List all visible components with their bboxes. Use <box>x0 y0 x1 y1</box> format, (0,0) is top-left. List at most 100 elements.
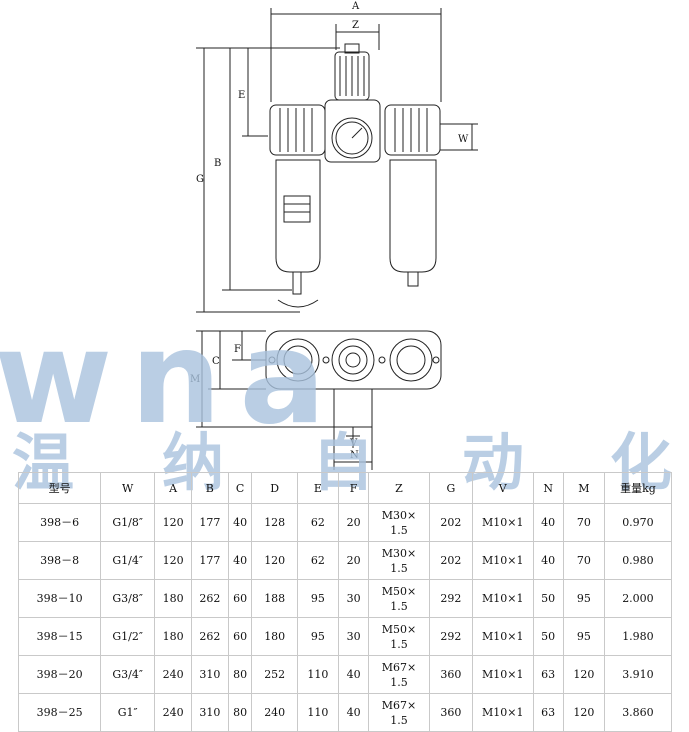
table-cell: 2.000 <box>603 579 673 618</box>
table-cell: 120 <box>154 541 192 580</box>
table-cell: 202 <box>428 503 474 542</box>
dim-label-e: E <box>238 90 245 101</box>
table-cell: 40 <box>227 541 253 580</box>
col-header: D <box>251 472 298 504</box>
table-cell: G3/4″ <box>100 655 156 694</box>
table-cell: 110 <box>296 693 339 732</box>
table-cell: 50 <box>532 617 564 656</box>
table-cell: M10×1 <box>472 693 534 732</box>
col-header: M <box>562 472 605 504</box>
table-cell: 40 <box>227 503 253 542</box>
col-header: N <box>532 472 564 504</box>
table-cell: 398－8 <box>17 541 102 580</box>
table-cell: 40 <box>532 503 564 542</box>
table-cell: 398－10 <box>17 579 102 618</box>
table-cell: 202 <box>428 541 474 580</box>
dim-label-z: Z <box>352 20 359 31</box>
dim-label-g: G <box>196 174 204 185</box>
dim-label-n: N <box>350 450 359 461</box>
table-cell: 120 <box>562 655 605 694</box>
table-cell: 40 <box>532 541 564 580</box>
table-cell: 360 <box>428 693 474 732</box>
table-header-row: 型号 W A B C D E F Z G V N M 重量kg <box>17 472 673 504</box>
table-cell: 62 <box>296 503 339 542</box>
table-cell: 95 <box>562 579 605 618</box>
table-cell: G3/8″ <box>100 579 156 618</box>
table-cell: 63 <box>532 693 564 732</box>
table-cell: 120 <box>154 503 192 542</box>
table-cell: 50 <box>532 579 564 618</box>
table-cell: 180 <box>154 579 192 618</box>
table-cell: 188 <box>251 579 298 618</box>
table-cell: 0.970 <box>603 503 673 542</box>
table-cell: 398－15 <box>17 617 102 656</box>
table-cell: 310 <box>190 693 229 732</box>
table-cell: 3.860 <box>603 693 673 732</box>
table-cell: G1″ <box>100 693 156 732</box>
table-cell: M50× 1.5 <box>368 617 430 656</box>
table-cell: M30× 1.5 <box>368 503 430 542</box>
dim-label-b: B <box>214 158 221 169</box>
table-cell: 128 <box>251 503 298 542</box>
table-cell: 292 <box>428 617 474 656</box>
col-header: A <box>154 472 192 504</box>
table-cell: 63 <box>532 655 564 694</box>
dim-label-w: W <box>458 134 469 145</box>
table-cell: 240 <box>154 655 192 694</box>
table-cell: 398－25 <box>17 693 102 732</box>
col-header: V <box>472 472 534 504</box>
table-cell: 0.980 <box>603 541 673 580</box>
col-header: C <box>227 472 253 504</box>
table-cell: M10×1 <box>472 579 534 618</box>
table-cell: 240 <box>251 693 298 732</box>
dim-label-v: V <box>349 438 358 449</box>
col-header: W <box>100 472 156 504</box>
table-cell: 252 <box>251 655 298 694</box>
col-header: Z <box>368 472 430 504</box>
table-cell: 80 <box>227 655 253 694</box>
table-cell: 1.980 <box>603 617 673 656</box>
col-header: G <box>428 472 474 504</box>
col-header: 重量kg <box>603 472 673 504</box>
col-header: F <box>337 472 370 504</box>
table-cell: 360 <box>428 655 474 694</box>
table-cell: 398－6 <box>17 503 102 542</box>
dim-label-m: M <box>190 374 200 385</box>
table-cell: 70 <box>562 503 605 542</box>
table-cell: 60 <box>227 617 253 656</box>
table-cell: 177 <box>190 541 229 580</box>
table-cell: M30× 1.5 <box>368 541 430 580</box>
table-cell: 180 <box>251 617 298 656</box>
table-cell: M50× 1.5 <box>368 579 430 618</box>
table-cell: M10×1 <box>472 617 534 656</box>
table-cell: 62 <box>296 541 339 580</box>
table-cell: 310 <box>190 655 229 694</box>
table-cell: M67× 1.5 <box>368 693 430 732</box>
table-cell: 30 <box>337 579 370 618</box>
table-cell: 3.910 <box>603 655 673 694</box>
dim-label-c: C <box>212 356 220 367</box>
table-cell: 262 <box>190 579 229 618</box>
table-cell: 120 <box>251 541 298 580</box>
table-cell: 110 <box>296 655 339 694</box>
table-cell: 20 <box>337 541 370 580</box>
table-cell: M10×1 <box>472 655 534 694</box>
table-cell: 20 <box>337 503 370 542</box>
table-cell: G1/2″ <box>100 617 156 656</box>
table-cell: 60 <box>227 579 253 618</box>
table-cell: M67× 1.5 <box>368 655 430 694</box>
table-cell: 120 <box>562 693 605 732</box>
table-cell: G1/4″ <box>100 541 156 580</box>
table-cell: G1/8″ <box>100 503 156 542</box>
col-header: E <box>296 472 339 504</box>
table-cell: 80 <box>227 693 253 732</box>
dim-label-f: F <box>234 344 241 355</box>
table-cell: 95 <box>296 617 339 656</box>
